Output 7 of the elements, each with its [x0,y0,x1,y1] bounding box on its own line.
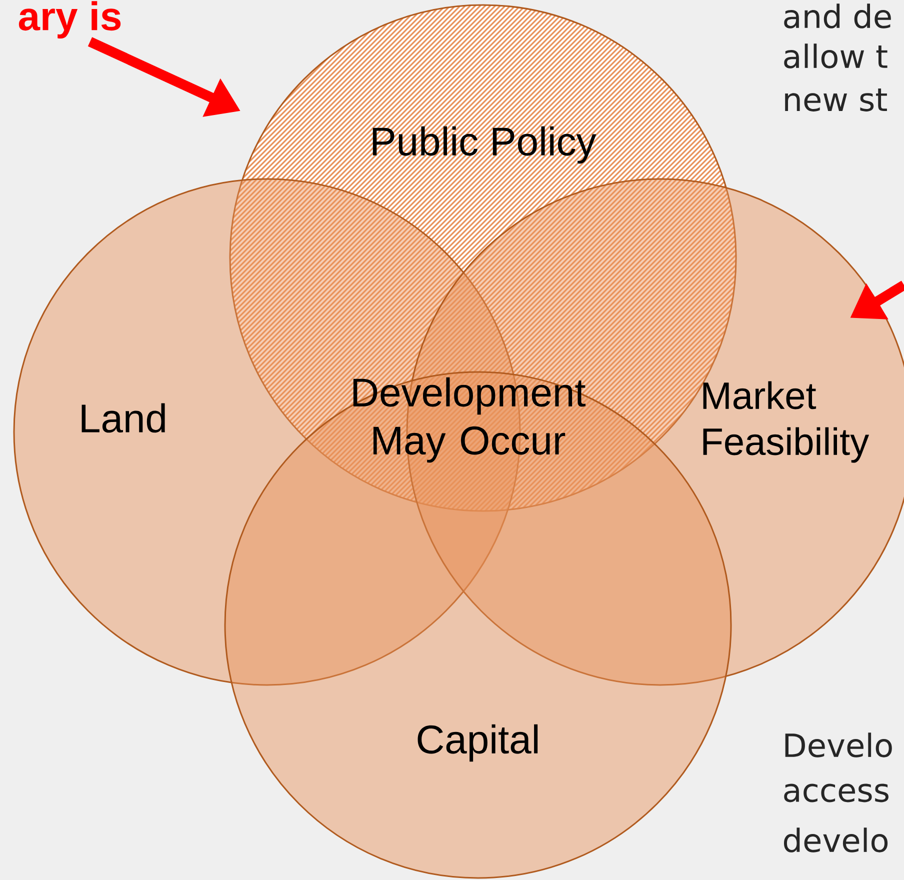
description-text: develo [784,828,888,852]
description-text: and de [784,4,891,28]
description-text: access [784,784,888,802]
description-text: new st [785,88,887,112]
description-text: allow t [784,44,888,68]
description-text: Develo [785,732,892,758]
callout-text: ary is [18,1,121,38]
